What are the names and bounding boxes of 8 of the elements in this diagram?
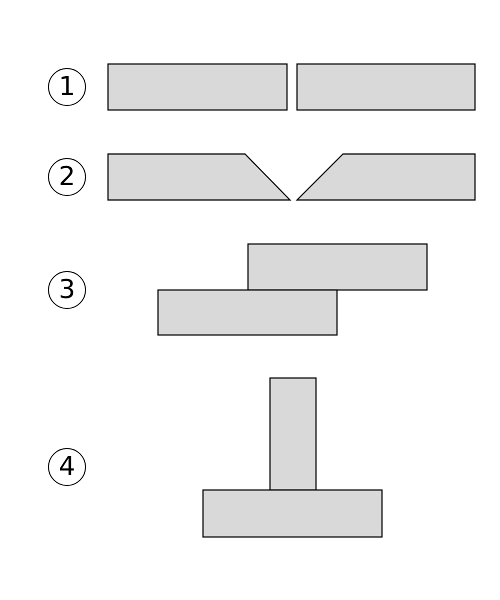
number-circle xyxy=(48,158,86,196)
step-number: 2 xyxy=(58,164,76,190)
step-number: 4 xyxy=(58,454,76,480)
step-number: 3 xyxy=(58,277,76,303)
step-number: 1 xyxy=(58,74,76,100)
number-circle xyxy=(48,448,86,486)
number-circle xyxy=(48,271,86,309)
number-circle xyxy=(48,68,86,106)
